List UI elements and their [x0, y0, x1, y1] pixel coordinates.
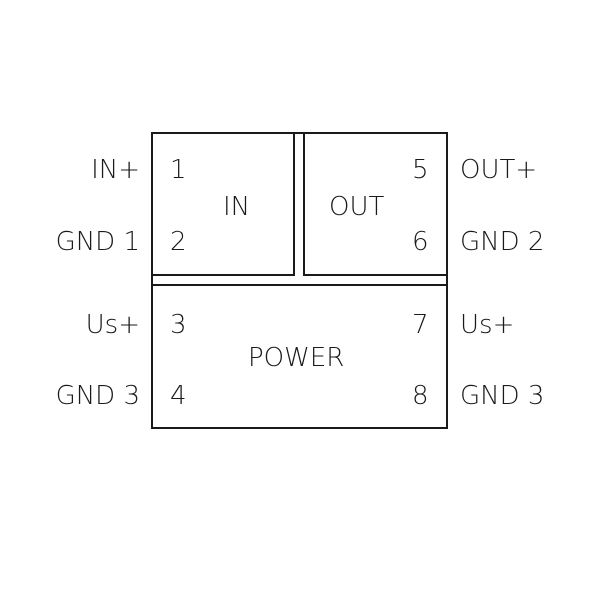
pin-number-8: 8 — [412, 381, 429, 411]
label-gnd1: GND 1 — [55, 227, 140, 257]
pin-number-5: 5 — [412, 155, 429, 185]
out-block-title: OUT — [329, 192, 385, 222]
label-gnd2: GND 2 — [460, 227, 545, 257]
out-block — [303, 132, 448, 276]
label-out-plus: OUT+ — [460, 155, 538, 185]
pin-number-1: 1 — [170, 155, 187, 185]
pin-number-2: 2 — [170, 227, 187, 257]
in-block — [151, 132, 295, 276]
power-block — [151, 284, 448, 429]
label-in-plus: IN+ — [91, 155, 140, 185]
pin-number-7: 7 — [412, 310, 429, 340]
pin-number-6: 6 — [412, 227, 429, 257]
label-us-plus-right: Us+ — [460, 310, 515, 340]
pin-number-4: 4 — [170, 381, 187, 411]
label-us-plus-left: Us+ — [85, 310, 140, 340]
power-block-title: POWER — [248, 343, 345, 373]
pin-number-3: 3 — [170, 310, 187, 340]
label-gnd3-left: GND 3 — [55, 381, 140, 411]
in-block-title: IN — [223, 192, 251, 222]
label-gnd3-right: GND 3 — [460, 381, 545, 411]
